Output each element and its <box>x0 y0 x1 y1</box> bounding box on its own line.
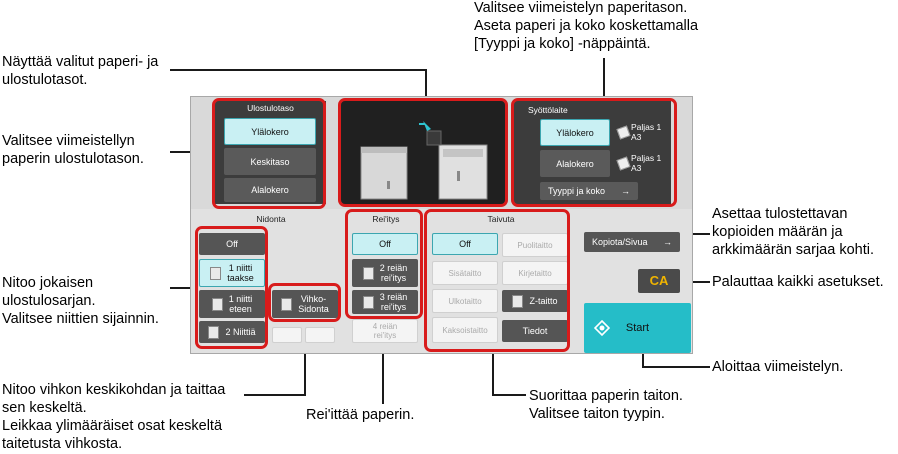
fold-tri-in-label: Sisätaitto <box>448 268 482 278</box>
fold-z-label: Z-taitto <box>529 296 558 306</box>
saddle-stitch-label: Vihko- Sidonta <box>298 294 329 314</box>
staple-placeholder-1 <box>272 327 302 343</box>
staple-back-icon <box>210 266 222 280</box>
leader-fold-h <box>492 394 526 396</box>
callout-paper-level: Valitsee viimeistelyn paperitason. Aseta… <box>474 0 699 52</box>
leader-stapling <box>170 287 196 289</box>
leader-saddle-v <box>304 322 306 396</box>
highlight-saddle <box>268 283 341 322</box>
highlight-feeder <box>511 98 677 207</box>
ca-button[interactable]: CA <box>638 269 680 293</box>
fold-double-label: Kaksoistaitto <box>442 325 488 335</box>
staple-one-back-button[interactable]: 1 niitti taakse <box>199 259 265 287</box>
copies-per-set-label: Kopiota/Sivua <box>592 237 648 247</box>
output-lower-button[interactable]: Alalokero <box>224 178 316 202</box>
callout-shows-levels: Näyttää valitut paperi- ja ulostulotasot… <box>2 54 159 88</box>
arrow-right-icon: → <box>663 237 672 247</box>
callout-punch: Rei'ittää paperin. <box>306 407 415 423</box>
callout-copies: Asettaa tulostettavan kopioiden määrän j… <box>712 206 874 258</box>
punch-three-icon <box>362 295 374 309</box>
highlight-fold <box>424 209 570 352</box>
punch-off-button[interactable]: Off <box>352 233 418 255</box>
type-size-button[interactable]: Tyyppi ja koko → <box>540 182 638 200</box>
feeder-panel: Syöttölaite Ylälokero Alalokero Paljas 1… <box>514 101 671 204</box>
fold-off-button[interactable]: Off <box>432 233 498 255</box>
fold-half-button[interactable]: Puolitaitto <box>502 233 568 257</box>
callout-fold: Suorittaa paperin taiton. Valitsee taito… <box>529 388 683 422</box>
callout-ca: Palauttaa kaikki asetukset. <box>712 274 884 290</box>
staple-two-label: 2 Niittiä <box>225 327 256 337</box>
feeder-upper-button[interactable]: Ylälokero <box>540 119 610 146</box>
punch-three-button[interactable]: 3 reiän rei'itys <box>352 290 418 314</box>
fold-z-button[interactable]: Z-taitto <box>502 290 568 312</box>
highlight-punch <box>345 209 423 319</box>
stapling-title: Nidonta <box>256 214 286 224</box>
fold-letter-label: Kirjetaitto <box>518 268 552 278</box>
callout-start: Aloittaa viimeistelyn. <box>712 359 844 375</box>
leader-punch <box>382 320 384 404</box>
feeder-upper-info: Paljas 1 A3 <box>631 122 662 142</box>
finishing-screen: Ulostulotaso Ylälokero Keskitaso Alaloke… <box>190 96 693 354</box>
saddle-stitch-button[interactable]: Vihko- Sidonta <box>272 290 338 318</box>
copies-per-set-button[interactable]: Kopiota/Sivua → <box>584 232 680 252</box>
leader-saddle-h <box>244 394 306 396</box>
leader-shows-levels-v <box>425 69 427 98</box>
staple-two-icon <box>208 325 220 339</box>
punch-title: Rei'itys <box>372 214 400 224</box>
staple-off-button[interactable]: Off <box>199 233 265 255</box>
start-label: Start <box>625 322 650 334</box>
callout-output-tray: Valitsee viimeistellyn paperin ulostulot… <box>2 133 144 167</box>
staple-one-front-label: 1 niitti eteen <box>228 294 253 314</box>
leader-shows-levels <box>170 69 426 71</box>
output-tray-panel: Ulostulotaso Ylälokero Keskitaso Alaloke… <box>215 101 326 204</box>
punch-three-label: 3 reiän rei'itys <box>379 292 408 312</box>
punch-two-button[interactable]: 2 reiän rei'itys <box>352 259 418 287</box>
fold-double-button[interactable]: Kaksoistaitto <box>432 317 498 343</box>
feeder-lower-info: Paljas 1 A3 <box>631 153 662 173</box>
highlight-machine <box>338 98 508 207</box>
callout-stapling: Nitoo jokaisen ulostulosarjan. Valitsee … <box>2 275 159 327</box>
highlight-stapling <box>195 226 268 349</box>
output-middle-button[interactable]: Keskitaso <box>224 148 316 175</box>
staple-placeholder-2 <box>305 327 335 343</box>
fold-details-button[interactable]: Tiedot <box>502 320 568 342</box>
staple-one-back-label: 1 niitti taakse <box>227 263 254 283</box>
fold-title: Taivuta <box>487 214 515 224</box>
arrow-right-icon: → <box>621 186 630 196</box>
start-diamond-icon <box>594 320 610 336</box>
highlight-output-tray <box>212 98 326 209</box>
leader-ca <box>679 281 710 283</box>
leader-start-h <box>642 366 710 368</box>
machine-illustration <box>341 101 505 204</box>
z-fold-icon <box>512 294 524 308</box>
staple-front-icon <box>211 297 223 311</box>
type-size-label: Tyyppi ja koko <box>548 186 606 196</box>
staple-two-button[interactable]: 2 Niittiä <box>199 321 265 343</box>
start-button[interactable]: Start <box>584 303 691 353</box>
leader-fold-v <box>492 351 494 396</box>
feeder-title: Syöttölaite <box>528 105 568 115</box>
staple-one-front-button[interactable]: 1 niitti eteen <box>199 290 265 318</box>
punch-four-label: 4 reiän rei'itys <box>372 322 398 340</box>
leader-start-v <box>642 347 644 367</box>
fold-tri-in-button[interactable]: Sisätaitto <box>432 261 498 285</box>
fold-tri-out-button[interactable]: Ulkotaitto <box>432 289 498 313</box>
output-tray-title: Ulostulotaso <box>247 103 294 113</box>
punch-four-button[interactable]: 4 reiän rei'itys <box>352 319 418 343</box>
punch-two-icon <box>362 266 374 280</box>
leader-paper-level <box>603 58 605 98</box>
machine-image <box>360 121 488 200</box>
callout-saddle: Nitoo vihkon keskikohdan ja taittaa sen … <box>2 382 226 452</box>
fold-tri-out-label: Ulkotaitto <box>448 296 482 306</box>
fold-letter-button[interactable]: Kirjetaitto <box>502 261 568 285</box>
punch-two-label: 2 reiän rei'itys <box>379 263 408 283</box>
fold-half-label: Puolitaitto <box>517 240 553 250</box>
output-upper-button[interactable]: Ylälokero <box>224 118 316 145</box>
leader-copies <box>679 233 710 235</box>
feeder-lower-button[interactable]: Alalokero <box>540 150 610 177</box>
booklet-icon <box>281 297 293 311</box>
